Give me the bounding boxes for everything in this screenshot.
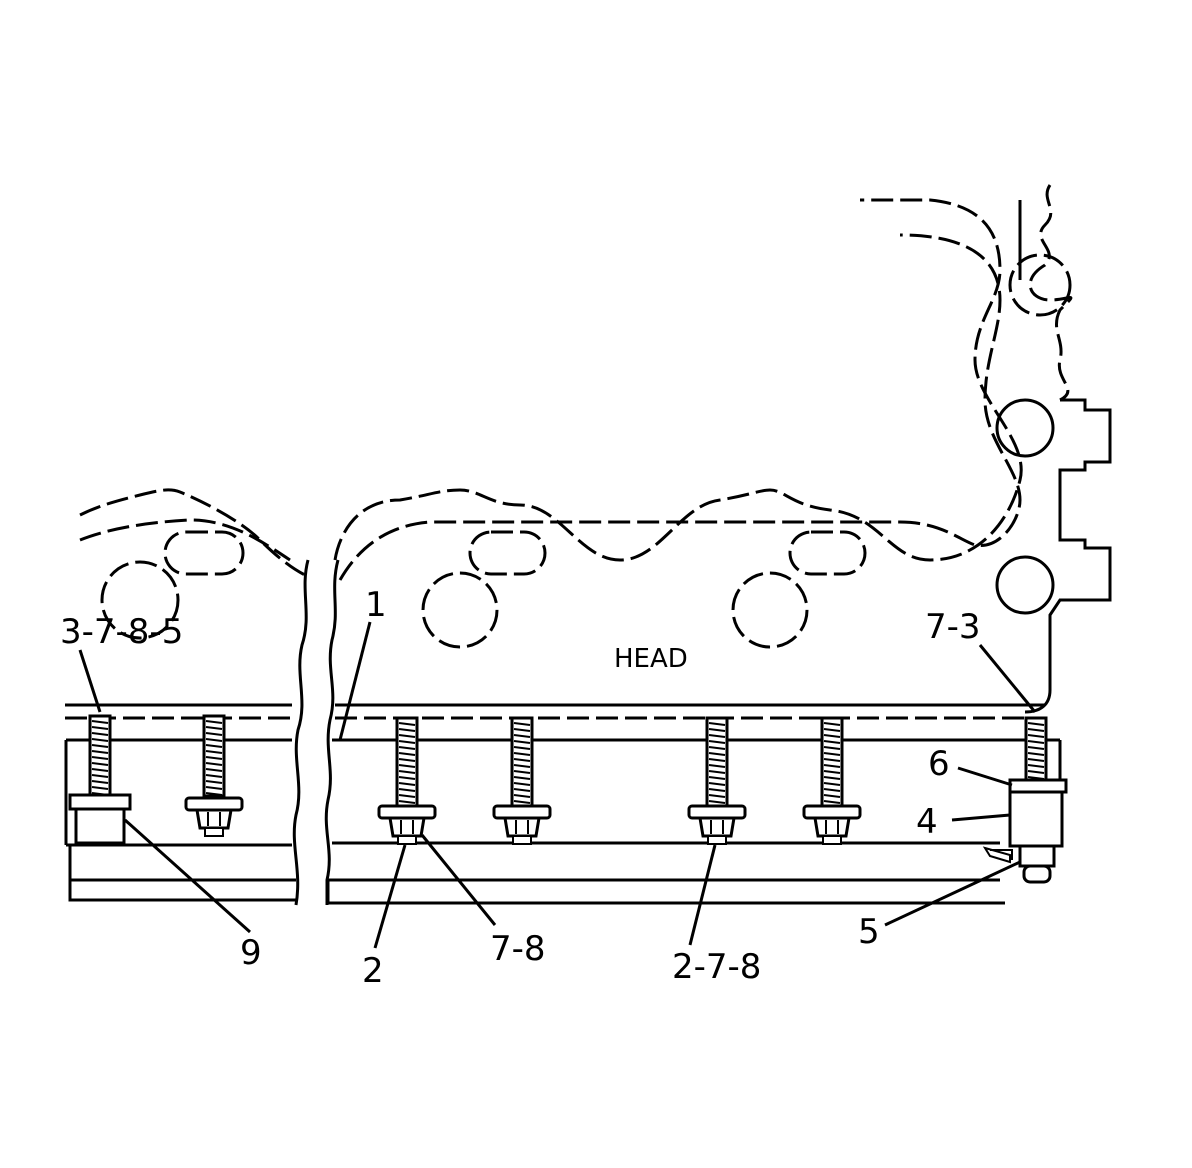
callout-7-8: 7-8 (490, 929, 546, 969)
stud-bolt (88, 714, 112, 798)
callout-2: 2 (362, 951, 384, 991)
head-label: HEAD (614, 644, 688, 674)
leader-lines (78, 621, 1037, 949)
callout-5: 5 (858, 912, 880, 952)
callout-6: 6 (928, 744, 950, 784)
callout-4: 4 (916, 802, 938, 842)
hex-nut (195, 808, 233, 830)
callout-9: 9 (240, 933, 262, 973)
washer (184, 796, 244, 812)
callout-7-3: 7-3 (925, 607, 981, 647)
hex-nut (813, 816, 851, 838)
cylinder-head-outline (324, 184, 1112, 905)
stud-bolt (377, 716, 437, 845)
hex-nut (388, 816, 426, 838)
stud-bolt (687, 716, 747, 845)
callout-3-7-8-5: 3-7-8-5 (60, 612, 183, 652)
support-rails (64, 738, 1062, 905)
nut-5 (1018, 844, 1056, 868)
spacer-block-assembly (982, 778, 1068, 884)
washer (802, 804, 862, 820)
washer (687, 804, 747, 820)
washer (377, 804, 437, 820)
left-section-outline (65, 488, 310, 906)
callout-2-7-8: 2-7-8 (672, 947, 761, 987)
stud-bolt (184, 714, 244, 837)
washer (492, 804, 552, 820)
stud-bolts (88, 714, 1048, 845)
spacer-block-9 (68, 793, 132, 845)
hex-nut (503, 816, 541, 838)
callout-labels: 1 3-7-8-5 7-3 6 4 5 9 2 7-8 2-7-8 (60, 585, 981, 991)
stud-bolt (802, 716, 862, 845)
spacer-block-4 (1008, 790, 1064, 848)
hex-nut (698, 816, 736, 838)
washer-6 (1008, 778, 1068, 794)
stud-bolt (492, 716, 552, 845)
stud-bolt (1024, 716, 1048, 782)
callout-1: 1 (365, 585, 387, 625)
